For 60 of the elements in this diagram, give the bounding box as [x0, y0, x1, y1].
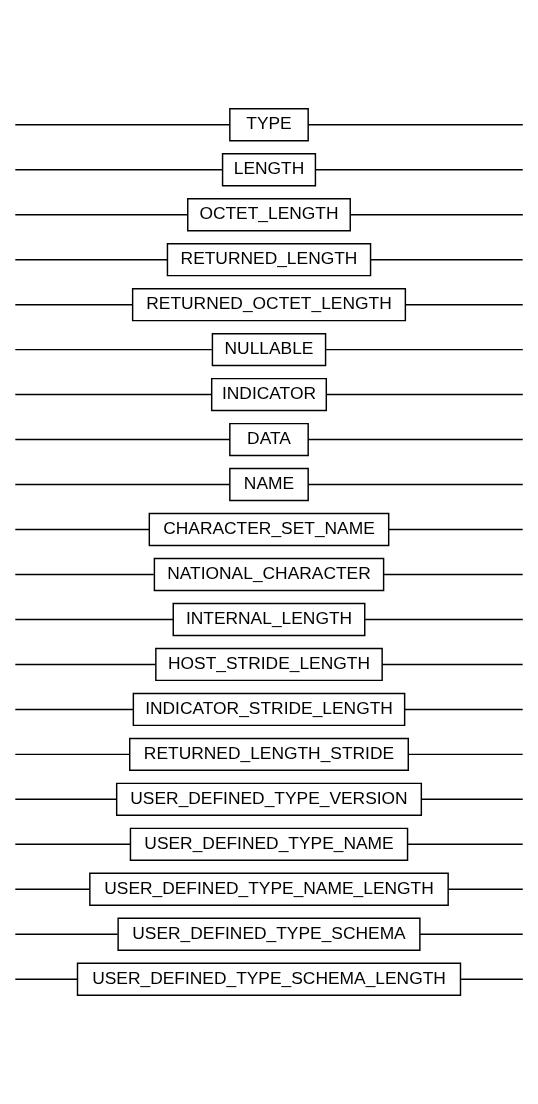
connector — [369, 258, 524, 261]
connector — [420, 798, 524, 801]
connector — [14, 708, 134, 711]
connector — [307, 124, 524, 126]
node-box: RETURNED_LENGTH_STRIDE — [129, 737, 409, 772]
connector — [14, 348, 213, 351]
connector — [447, 888, 524, 890]
node-box: INDICATOR_STRIDE_LENGTH — [132, 692, 406, 727]
connector — [307, 438, 524, 441]
connector — [14, 528, 150, 531]
connector — [14, 663, 156, 666]
connector — [364, 618, 524, 621]
connector — [14, 843, 131, 846]
connector — [419, 933, 524, 935]
node-box: LENGTH — [221, 153, 317, 187]
node-box: DATA — [229, 422, 309, 457]
connector — [460, 978, 524, 980]
node-box: RETURNED_LENGTH — [166, 243, 372, 277]
node-box: USER_DEFINED_TYPE_NAME_LENGTH — [89, 872, 449, 906]
connector — [381, 663, 524, 666]
node-box: INTERNAL_LENGTH — [172, 602, 366, 637]
connector — [14, 438, 231, 441]
connector — [14, 393, 212, 396]
connector — [14, 169, 224, 171]
node-box: NATIONAL_CHARACTER — [153, 557, 385, 592]
connector — [404, 708, 524, 711]
node-box: CHARACTER_SET_NAME — [148, 512, 390, 547]
connector — [325, 348, 524, 351]
node-box: HOST_STRIDE_LENGTH — [155, 647, 383, 682]
node-box: USER_DEFINED_TYPE_SCHEMA — [117, 917, 421, 951]
connector — [14, 753, 130, 756]
connector — [14, 888, 91, 890]
connector — [14, 978, 78, 980]
node-box: USER_DEFINED_TYPE_NAME — [129, 827, 409, 861]
connector — [14, 124, 231, 126]
connector — [14, 933, 119, 935]
connector — [14, 258, 169, 261]
connector — [404, 303, 524, 306]
node-box: TYPE — [229, 108, 309, 142]
connector — [14, 483, 231, 486]
node-box: NULLABLE — [211, 332, 327, 367]
connector — [14, 573, 155, 576]
node-box: USER_DEFINED_TYPE_SCHEMA_LENGTH — [76, 962, 462, 996]
connector — [314, 169, 524, 171]
connector — [14, 303, 133, 306]
connector — [14, 618, 174, 621]
node-box: INDICATOR — [210, 377, 328, 412]
connector — [14, 214, 189, 216]
connector — [388, 528, 524, 531]
connector — [407, 753, 524, 756]
connector — [14, 798, 117, 801]
node-box: NAME — [229, 467, 309, 502]
node-box: RETURNED_OCTET_LENGTH — [131, 287, 407, 322]
connector — [349, 214, 524, 216]
connector — [307, 483, 524, 486]
connector — [407, 843, 524, 846]
node-box: OCTET_LENGTH — [187, 198, 351, 232]
connector — [325, 393, 524, 396]
node-box: USER_DEFINED_TYPE_VERSION — [115, 782, 423, 817]
connector — [383, 573, 524, 576]
